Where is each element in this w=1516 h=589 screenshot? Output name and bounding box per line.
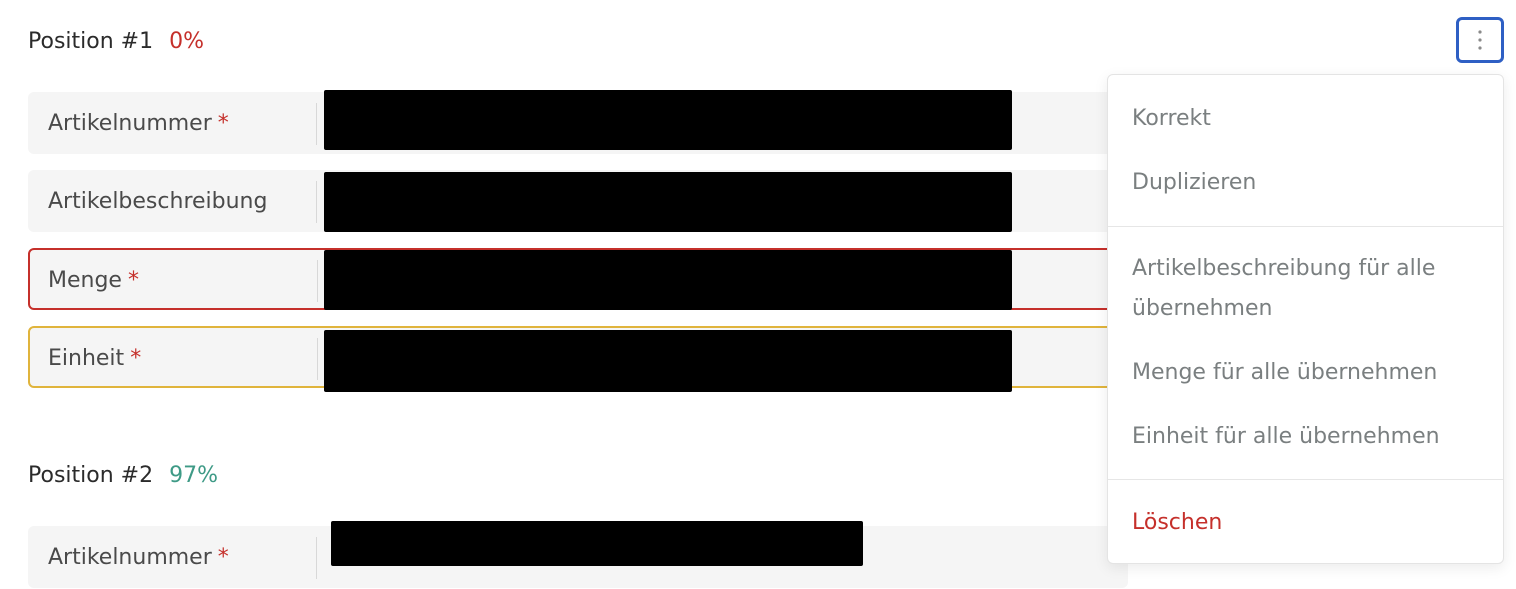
field-divider: [316, 181, 317, 223]
menu-item-artikelbeschreibung-fuer-alle[interactable]: Artikelbeschreibung für alle übernehmen: [1132, 256, 1436, 321]
menu-separator: [1108, 479, 1503, 480]
redacted-value: [324, 90, 1012, 150]
position-1-header: Position #1 0%: [28, 26, 204, 56]
position-2-title: Position #2: [28, 462, 154, 488]
field-label: Artikelnummer*: [48, 545, 229, 570]
field-divider: [317, 338, 318, 380]
position-1-confidence: 0%: [169, 28, 204, 54]
redacted-value: [324, 250, 1012, 310]
field-divider: [316, 103, 317, 145]
menu-item-duplizieren[interactable]: Duplizieren: [1132, 170, 1257, 195]
menu-item-menge-fuer-alle[interactable]: Menge für alle übernehmen: [1132, 360, 1438, 385]
position-1-title: Position #1: [28, 28, 154, 54]
menu-separator: [1108, 226, 1503, 227]
redacted-value: [324, 330, 1012, 392]
field-label: Artikelnummer*: [48, 111, 229, 136]
field-label: Artikelbeschreibung: [48, 189, 268, 214]
field-label: Menge*: [48, 268, 139, 293]
more-vertical-icon: [1478, 30, 1482, 50]
more-options-button[interactable]: [1456, 17, 1504, 63]
field-divider: [316, 537, 317, 579]
options-dropdown-menu: Korrekt Duplizieren Artikelbeschreibung …: [1107, 74, 1504, 564]
position-2-confidence: 97%: [169, 462, 218, 488]
menu-item-korrekt[interactable]: Korrekt: [1132, 106, 1211, 131]
redacted-value: [324, 172, 1012, 232]
menu-item-loeschen[interactable]: Löschen: [1132, 510, 1223, 535]
field-label: Einheit*: [48, 346, 142, 371]
field-divider: [317, 260, 318, 302]
redacted-value: [331, 521, 863, 566]
position-2-header: Position #2 97%: [28, 460, 218, 490]
menu-item-einheit-fuer-alle[interactable]: Einheit für alle übernehmen: [1132, 424, 1440, 449]
